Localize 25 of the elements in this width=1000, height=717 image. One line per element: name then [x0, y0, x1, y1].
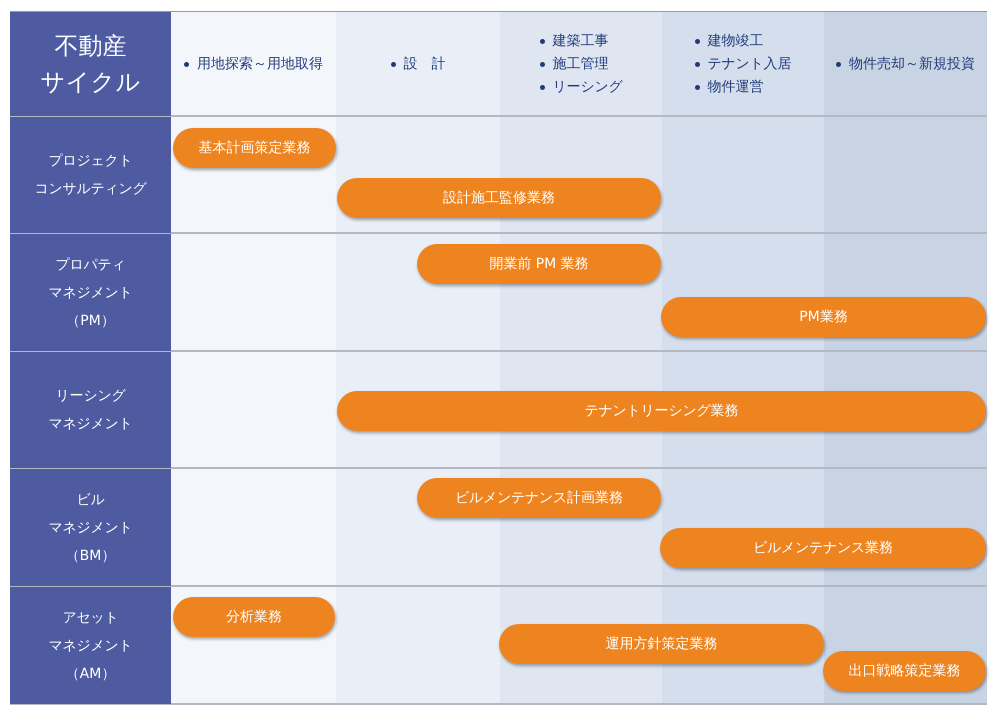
row-header: プロパティマネジメント（PM） — [10, 234, 171, 351]
phase-text: 建物竣工 — [708, 32, 764, 50]
task-bar: ビルメンテナンス業務 — [660, 528, 986, 568]
phase-text: 用地探索～用地取得 — [197, 54, 323, 74]
row-header: リーシングマネジメント — [10, 352, 171, 468]
task-bar: 分析業務 — [173, 597, 335, 637]
task-bar: 開業前 PM 業務 — [417, 244, 661, 284]
title-cell: 不動産サイクル — [10, 12, 171, 116]
row-header: ビルマネジメント（BM） — [10, 469, 171, 586]
task-bar: 設計施工監修業務 — [337, 178, 661, 218]
phase-text: リーシング — [552, 78, 622, 96]
phase-text: 物件売却～新規投資 — [849, 54, 975, 74]
task-bar: 基本計画策定業務 — [173, 128, 336, 168]
phase-text: 施工管理 — [552, 54, 608, 74]
phase-text: 物件運営 — [708, 78, 764, 96]
task-bar: 運用方針策定業務 — [499, 624, 824, 664]
task-bar: ビルメンテナンス計画業務 — [417, 478, 661, 518]
phase-text: 建築工事 — [552, 32, 608, 50]
row-header: アセットマネジメント（AM） — [10, 587, 171, 704]
row-header: プロジェクトコンサルティング — [10, 117, 171, 233]
task-bar: PM業務 — [661, 297, 986, 337]
task-bar: テナントリーシング業務 — [337, 391, 986, 431]
task-bar: 出口戦略策定業務 — [823, 651, 986, 691]
phase-text: 設 計 — [404, 54, 446, 74]
phase-text: テナント入居 — [708, 54, 792, 74]
